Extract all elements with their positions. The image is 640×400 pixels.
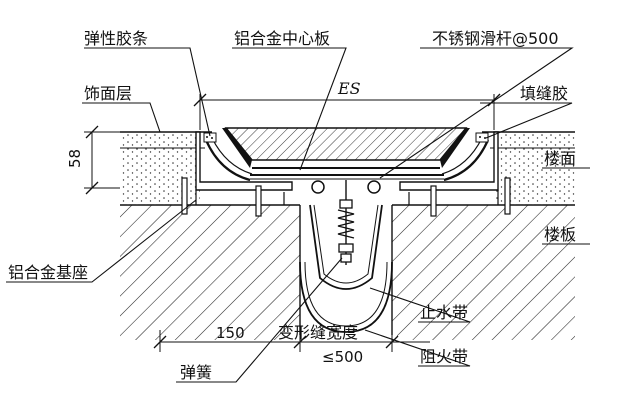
label-floor-slab: 楼板 [544,225,576,244]
dimension-thickness: 58 [66,125,120,195]
thickness-label: 58 [66,149,84,168]
aluminum-center-plate [222,127,470,169]
anchor-bolts [181,177,511,217]
stainless-slide-rod [250,174,444,194]
es-label: ES [337,79,361,98]
joint-limit-label: ≤500 [322,348,363,366]
label-finish-layer: 饰面层 [84,84,132,103]
leader-lines [6,47,590,383]
label-elastic-strip: 弹性胶条 [84,29,148,48]
label-aluminum-center-plate: 铝合金中心板 [234,29,330,48]
label-fire-barrier: 阻火带 [420,347,468,366]
label-filler-sealant: 填缝胶 [520,84,568,103]
side-width-label: 150 [216,324,245,342]
floor-slab-left [120,204,300,340]
label-joint-width: 变形缝宽度 [278,323,358,342]
fire-barrier [299,261,393,333]
label-stainless-slide-rod: 不锈钢滑杆@500 [432,29,559,48]
label-floor-surface: 楼面 [544,149,576,168]
aluminum-base-right [399,131,499,205]
label-waterstop: 止水带 [420,303,468,322]
label-aluminum-base: 铝合金基座 [8,263,88,282]
elastic-strip-left [203,132,217,143]
spring [337,180,355,265]
dimension-es: ES [193,79,501,130]
dimension-bottom: 150 ≤500 [153,324,430,366]
label-spring: 弹簧 [180,363,212,382]
waterstop [309,204,383,290]
